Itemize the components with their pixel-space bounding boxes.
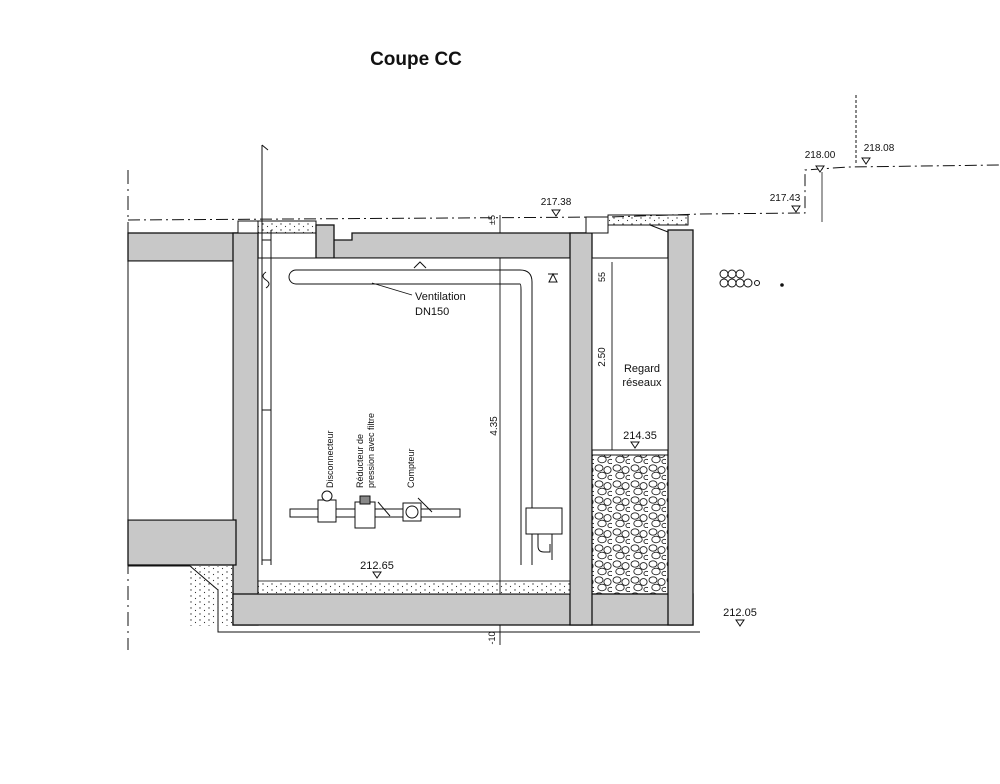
elev-212-65: 212.65 <box>360 560 394 572</box>
chamber-interior <box>257 257 571 595</box>
manhole-depth-dim: 2.50 <box>597 347 608 367</box>
compteur-label: Compteur <box>406 448 416 488</box>
dim-bottom-label: -10 <box>487 631 497 644</box>
disconnecteur-label: Disconnecteur <box>325 430 335 488</box>
sink <box>525 507 563 560</box>
elev-218-08: 218.08 <box>864 143 895 154</box>
ventilation-pipe <box>288 269 533 565</box>
dim-height-label: 4.35 <box>489 416 500 436</box>
elev-214-35: 214.35 <box>623 430 657 442</box>
ventilation-leader <box>371 282 413 296</box>
foundation-fill <box>190 566 234 626</box>
left-void <box>127 260 234 521</box>
manhole-interior <box>591 257 669 451</box>
hatch-right <box>585 214 689 234</box>
elev-217-43: 217.43 <box>770 193 801 204</box>
pipe-assembly <box>289 490 461 529</box>
gravel-fill <box>591 454 669 595</box>
terrain-line <box>127 164 1000 221</box>
faucet-icon <box>548 272 558 283</box>
drawing-title: Coupe CC <box>370 49 462 70</box>
elev-212-05: 212.05 <box>723 607 757 619</box>
hook-icon <box>262 271 270 289</box>
ventilation-size-label: DN150 <box>415 306 449 318</box>
dim-top-label: ±5 <box>487 215 497 225</box>
ladder <box>261 144 272 565</box>
hatch-left <box>237 220 317 234</box>
elevation-markers <box>372 157 871 627</box>
reducteur-filter-label: pression avec filtre <box>366 413 376 488</box>
elev-217-38: 217.38 <box>541 197 572 208</box>
ventilation-label: Ventilation <box>415 291 466 303</box>
chamber-floor <box>257 580 571 595</box>
pipe-bundle <box>719 269 784 288</box>
manhole-top-dim: 55 <box>597 272 607 282</box>
concrete-structure <box>127 224 694 626</box>
regard-label: Regard <box>624 363 660 375</box>
reducteur-label: Réducteur de <box>355 434 365 488</box>
level-marker-icon <box>413 261 427 269</box>
regard-sub-label: réseaux <box>622 377 662 389</box>
elev-218-00: 218.00 <box>805 150 836 161</box>
